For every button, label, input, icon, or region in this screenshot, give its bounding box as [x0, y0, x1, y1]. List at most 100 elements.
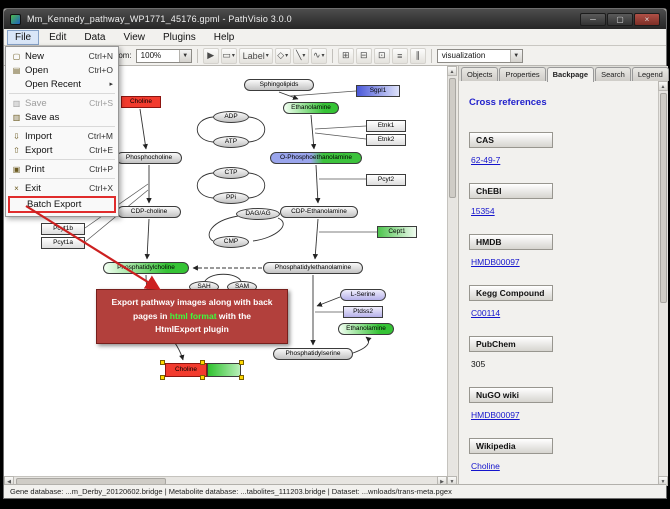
selection-handle[interactable]: [160, 375, 165, 380]
xref-section-wikipedia: Wikipedia Choline: [469, 436, 648, 471]
minimize-icon[interactable]: ─: [580, 12, 606, 26]
menu-edit[interactable]: Edit: [49, 31, 67, 43]
menu-view[interactable]: View: [123, 31, 145, 43]
pathway-node[interactable]: PPi: [213, 192, 249, 204]
menu-item-label: Export: [25, 144, 53, 156]
menu-help[interactable]: Help: [213, 31, 235, 43]
pathway-node-selected[interactable]: Choline: [165, 363, 207, 377]
menu-separator: [9, 159, 115, 160]
pathway-node[interactable]: Phosphocholine: [116, 152, 182, 164]
tab-legend[interactable]: Legend: [631, 67, 669, 81]
xref-link[interactable]: HMDB00097: [471, 257, 520, 267]
tab-backpage[interactable]: Backpage: [546, 67, 595, 82]
canvas-vertical-scrollbar[interactable]: ▲ ▼: [447, 66, 457, 486]
visualization-dropdown-icon[interactable]: ▼: [509, 49, 522, 62]
menu-item-import[interactable]: ⇩ Import Ctrl+M: [6, 129, 118, 143]
xref-link[interactable]: 15354: [471, 206, 495, 216]
menu-item-save-as[interactable]: ▥ Save as: [6, 110, 118, 124]
title-bar[interactable]: Mm_Kennedy_pathway_WP1771_45176.gpml - P…: [4, 9, 666, 29]
scroll-up-icon[interactable]: ▲: [447, 66, 457, 76]
menu-item-open-recent[interactable]: Open Recent ▸: [6, 77, 118, 91]
pathway-node[interactable]: Phosphatidylcholine: [103, 262, 189, 274]
zoom-combo[interactable]: 100% ▼: [135, 48, 192, 63]
selection-handle[interactable]: [200, 360, 205, 365]
pathway-node[interactable]: DAG/AG: [236, 208, 280, 220]
menu-item-batch-export[interactable]: Batch Export: [8, 196, 116, 213]
pathway-node[interactable]: O-Phosphoethanolamine: [270, 152, 362, 164]
pathway-node[interactable]: Etnk1: [366, 120, 406, 132]
selection-handle[interactable]: [160, 360, 165, 365]
pathway-node[interactable]: CDP-choline: [117, 206, 181, 218]
menu-item-save[interactable]: ▥ Save Ctrl+S: [6, 96, 118, 110]
menu-item-label: New: [25, 50, 45, 62]
expression-color-box[interactable]: [207, 363, 241, 377]
pathway-node[interactable]: Phosphatidylethanolamine: [263, 262, 363, 274]
pathway-node[interactable]: ADP: [213, 111, 249, 123]
pathway-node[interactable]: Cept1: [377, 226, 417, 238]
pathway-node[interactable]: L-Serine: [340, 289, 386, 301]
tab-objects[interactable]: Objects: [461, 67, 499, 81]
selection-handle[interactable]: [200, 375, 205, 380]
pathway-node[interactable]: ATP: [213, 136, 249, 148]
align-left-icon[interactable]: ⊡: [373, 47, 390, 64]
menu-file[interactable]: File: [7, 29, 40, 45]
xref-link[interactable]: HMDB00097: [471, 410, 520, 420]
pathway-node[interactable]: Ethanolamine: [283, 102, 339, 114]
close-icon[interactable]: ×: [634, 12, 660, 26]
maximize-icon[interactable]: ▢: [607, 12, 633, 26]
file-menu: ▢ New Ctrl+N ▤ Open Ctrl+O Open Recent ▸…: [5, 46, 119, 217]
pathway-node[interactable]: Phosphatidylserine: [273, 348, 353, 360]
align-horizontal-icon[interactable]: ⊞: [337, 47, 354, 64]
scroll-thumb[interactable]: [449, 78, 456, 198]
xref-link[interactable]: C00114: [471, 308, 501, 318]
xref-link[interactable]: Choline: [471, 461, 500, 471]
xref-header: Kegg Compound: [469, 285, 553, 301]
pathway-node[interactable]: Etnk2: [366, 134, 406, 146]
label-tool[interactable]: Label▾: [238, 47, 273, 64]
pathway-node[interactable]: Pcyt1b: [41, 223, 85, 235]
zoom-dropdown-icon[interactable]: ▼: [178, 49, 191, 62]
panel-scrollbar[interactable]: ▲ ▼: [658, 81, 668, 486]
connector-glyph: ∿: [312, 50, 321, 60]
stack-icon[interactable]: ≡: [391, 47, 408, 64]
pathway-node[interactable]: Sgpl1: [356, 85, 400, 97]
menu-item-new[interactable]: ▢ New Ctrl+N: [6, 49, 118, 63]
pathway-node[interactable]: CTP: [213, 167, 249, 179]
visualization-combo[interactable]: visualization ▼: [436, 48, 523, 63]
selection-handle[interactable]: [239, 375, 244, 380]
align-vertical-icon[interactable]: ⊟: [355, 47, 372, 64]
xref-section-pubchem: PubChem 305: [469, 334, 648, 369]
menu-data[interactable]: Data: [84, 31, 106, 43]
scroll-up-icon[interactable]: ▲: [658, 81, 668, 91]
pathway-node[interactable]: Ptdss2: [343, 306, 383, 318]
chevron-down-icon: ▾: [321, 53, 325, 59]
pathway-node[interactable]: CMP: [213, 236, 249, 248]
pathway-node[interactable]: Pcyt2: [366, 174, 406, 186]
menu-item-print[interactable]: ▣ Print Ctrl+P: [6, 162, 118, 176]
pathway-node[interactable]: Pcyt1a: [41, 237, 85, 249]
tab-properties[interactable]: Properties: [499, 67, 546, 81]
pathway-node[interactable]: CDP-Ethanolamine: [280, 206, 358, 218]
connector-tool-icon[interactable]: ∿▾: [310, 47, 327, 64]
pathway-node[interactable]: Choline: [121, 96, 161, 108]
menu-separator: [9, 93, 115, 94]
submenu-arrow-icon: ▸: [109, 81, 113, 88]
line-tool-icon[interactable]: ╲▾: [292, 47, 309, 64]
toolbar-separator: [196, 48, 198, 63]
datanode-tool-icon[interactable]: ▭▾: [220, 47, 237, 64]
tab-search[interactable]: Search: [595, 67, 631, 81]
pathway-node[interactable]: Sphingolipids: [244, 79, 314, 91]
menu-item-export[interactable]: ⇧ Export Ctrl+E: [6, 143, 118, 157]
menu-plugins[interactable]: Plugins: [162, 31, 196, 43]
menu-item-open[interactable]: ▤ Open Ctrl+O: [6, 63, 118, 77]
shape-glyph: ◇: [277, 50, 285, 60]
pointer-tool-icon[interactable]: ▶: [202, 47, 219, 64]
distribute-icon[interactable]: ∥: [409, 47, 426, 64]
chevron-down-icon: ▾: [285, 53, 289, 59]
pathway-node[interactable]: Ethanolamine: [338, 323, 394, 335]
shape-tool-icon[interactable]: ◇▾: [274, 47, 291, 64]
selection-handle[interactable]: [239, 360, 244, 365]
scroll-thumb[interactable]: [660, 93, 667, 303]
xref-link[interactable]: 62-49-7: [471, 155, 501, 165]
menu-item-exit[interactable]: × Exit Ctrl+X: [6, 181, 118, 195]
